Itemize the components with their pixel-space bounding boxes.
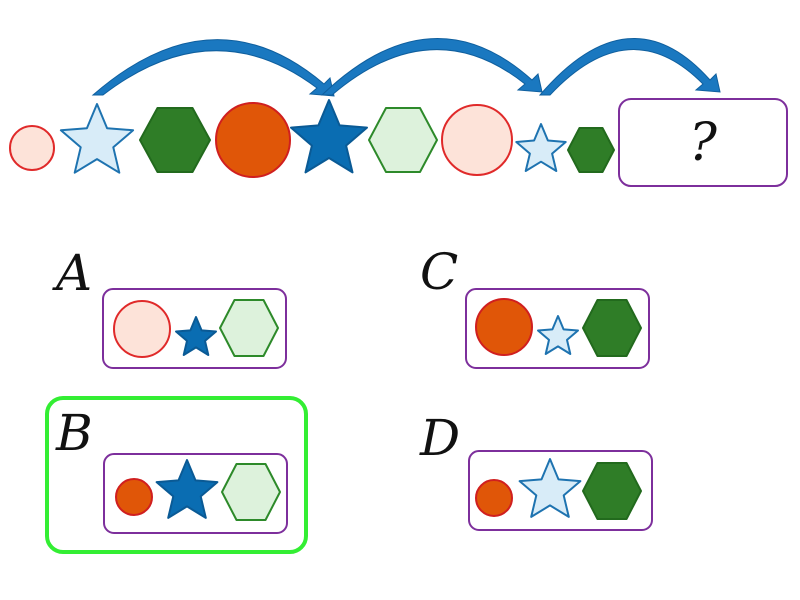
option-b[interactable]: B <box>45 396 308 554</box>
option-letter: A <box>52 244 92 302</box>
light-star-icon <box>537 315 579 355</box>
curved-arrow-icon <box>320 37 543 96</box>
selected-highlight <box>45 396 308 554</box>
light-circle-icon <box>441 104 513 176</box>
dark-hexagon-icon <box>139 107 211 173</box>
dark-star-icon <box>290 99 368 174</box>
light-star-icon <box>515 123 567 172</box>
option-letter: C <box>420 243 458 301</box>
orange-circle-icon <box>215 102 291 178</box>
shape-sequence <box>9 99 615 178</box>
option-letter: D <box>419 409 460 467</box>
question-mark: ? <box>689 113 718 173</box>
dark-hexagon-icon <box>582 299 642 357</box>
option-a[interactable]: A <box>52 244 287 369</box>
answer-box: ? <box>618 98 788 187</box>
dark-hexagon-icon <box>567 127 615 173</box>
light-star-icon <box>518 458 582 518</box>
light-circle-icon <box>9 125 55 171</box>
orange-circle-icon <box>475 479 513 517</box>
option-letter: B <box>55 404 93 462</box>
light-circle-icon <box>113 300 171 358</box>
answer-options[interactable]: A B C D <box>45 243 653 554</box>
light-star-icon <box>59 103 135 174</box>
curved-arrow-icon <box>538 38 721 96</box>
light-hexagon-icon <box>219 299 279 357</box>
orange-circle-icon <box>475 298 533 356</box>
option-c[interactable]: C <box>420 243 650 369</box>
answer-box-frame <box>618 98 788 187</box>
light-hexagon-icon <box>221 463 281 521</box>
light-hexagon-icon <box>368 107 438 173</box>
dark-hexagon-icon <box>582 462 642 520</box>
jump-arrows <box>91 37 721 97</box>
dark-star-icon <box>155 459 219 519</box>
curved-arrow-icon <box>91 39 335 97</box>
dark-star-icon <box>175 316 217 356</box>
option-d[interactable]: D <box>419 409 653 531</box>
orange-circle-icon <box>115 478 153 516</box>
